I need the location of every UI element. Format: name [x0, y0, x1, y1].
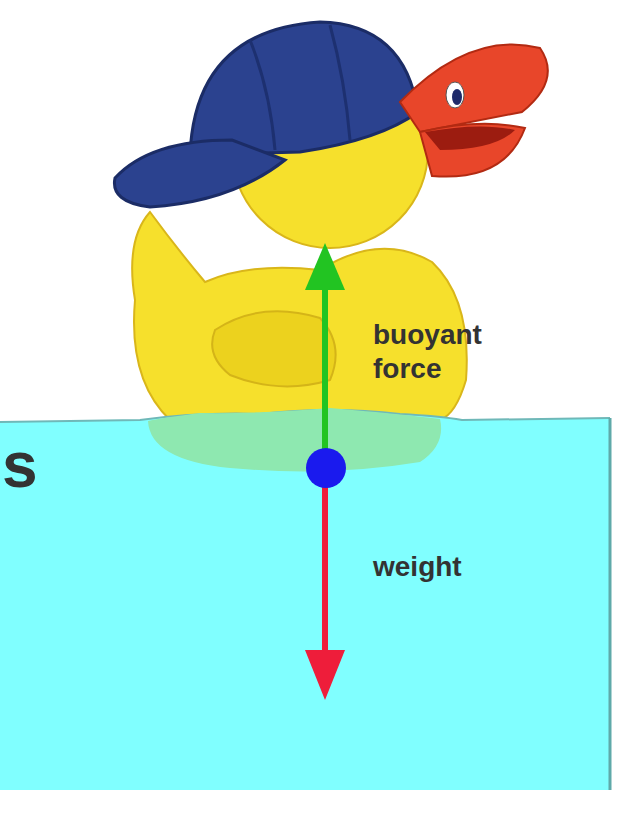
submerged-duck	[148, 408, 441, 471]
water-edge	[609, 418, 612, 790]
center-dot	[306, 448, 346, 488]
buoyant-arrow	[322, 282, 328, 460]
duck-wing	[212, 311, 335, 386]
duck-beak	[420, 124, 525, 177]
force-label: weight	[373, 550, 513, 584]
cap-seam	[250, 25, 350, 150]
text-fragment: s	[2, 430, 62, 500]
duck-eye	[446, 82, 464, 108]
weight-arrowhead	[305, 650, 345, 700]
duck-mouth	[425, 126, 515, 150]
duck-pupil	[452, 89, 462, 105]
duck-beak	[400, 44, 548, 132]
buoyant-arrowhead	[305, 243, 345, 290]
cap-crown	[190, 22, 418, 155]
cap-brim	[114, 140, 285, 207]
force-label: buoyant force	[373, 318, 513, 386]
weight-arrow	[322, 476, 328, 655]
